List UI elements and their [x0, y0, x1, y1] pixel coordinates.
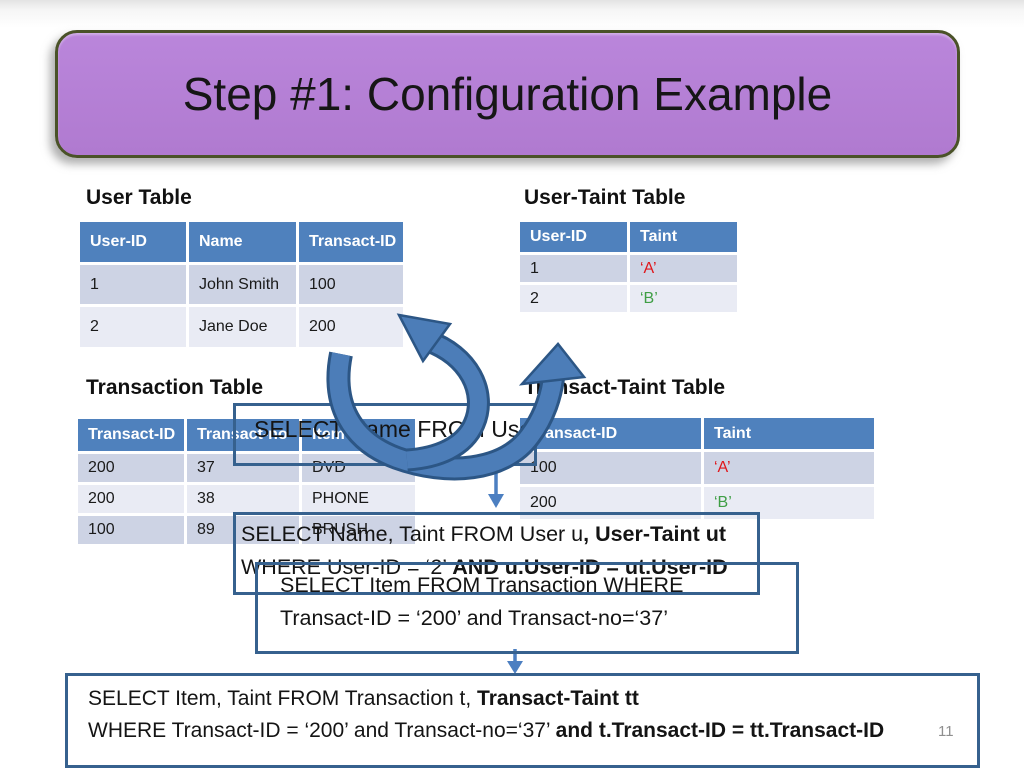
column-header: Name: [189, 222, 296, 262]
query-box-item-taint-join: SELECT Item, Taint FROM Transaction t, T…: [65, 673, 980, 768]
query-text-segment: AND u.User-ID = ut.User-ID: [452, 555, 728, 579]
user-table-title: User Table: [86, 186, 192, 209]
table-cell: 100: [299, 265, 403, 304]
column-header: Taint: [630, 222, 737, 252]
query-text-segment: Transact-Taint tt: [477, 687, 639, 710]
query-line: SELECT Item, Taint FROM Transaction t, T…: [88, 683, 977, 715]
table-cell: 200: [78, 454, 184, 482]
query-line: WHERE Transact-ID = ‘200’ and Transact-n…: [88, 715, 977, 747]
table-cell: BRUSH: [302, 516, 415, 544]
slide-title: Step #1: Configuration Example: [182, 68, 833, 120]
user-taint-table-title: User-Taint Table: [524, 186, 686, 209]
query-line: WHERE User-ID = ‘2’ AND u.User-ID = ut.U…: [241, 551, 757, 584]
table-cell: 200: [299, 307, 403, 347]
column-header: Transact-ID: [78, 419, 184, 451]
table-cell: 1: [520, 255, 627, 282]
column-header: Transact-no: [187, 419, 299, 451]
table-cell: ‘B’: [630, 285, 737, 312]
table-cell: Jane Doe: [189, 307, 296, 347]
table-cell: 38: [187, 485, 299, 513]
query-line: SELECT Name FROM User: [254, 416, 534, 443]
table-cell: 200: [78, 485, 184, 513]
table-cell: 100: [78, 516, 184, 544]
transact-taint-table-title: Transact-Taint Table: [524, 376, 726, 399]
column-header: Transact-ID: [520, 418, 701, 449]
table-cell: 2: [520, 285, 627, 312]
query-line: SELECT Name, Taint FROM User u, User-Tai…: [241, 518, 757, 551]
table-cell: 1: [80, 265, 186, 304]
query-text-segment: and t.Transact-ID = tt.Transact-ID: [555, 719, 885, 742]
query-line: SELECT Item FROM Transaction WHERE: [280, 569, 796, 602]
slide-title-banner: Step #1: Configuration Example: [55, 30, 960, 158]
table-cell: 89: [187, 516, 299, 544]
query-text-segment: , User-Taint ut: [583, 522, 727, 546]
transaction-table-title: Transaction Table: [86, 376, 263, 399]
table-cell: ‘A’: [630, 255, 737, 282]
column-header: User-ID: [80, 222, 186, 262]
query-box-select-name: SELECT Name FROM User: [233, 403, 537, 466]
query-line: Transact-ID = ‘200’ and Transact-no=‘37’: [280, 602, 796, 635]
query-text-segment: WHERE User-ID = ‘2’: [241, 555, 453, 579]
query-text-segment: SELECT Item FROM Transaction WHERE: [280, 573, 684, 597]
query-text-segment: Transact-ID = ‘200’ and Transact-no=‘37’: [280, 606, 668, 630]
table-cell: ‘A’: [704, 452, 874, 484]
query-text-segment: SELECT Name FROM User: [254, 416, 537, 442]
table-cell: PHONE: [302, 485, 415, 513]
column-header: Transact-ID: [299, 222, 403, 262]
query-text-segment: WHERE Transact-ID = ‘200’ and Transact-n…: [88, 719, 556, 742]
table-cell: 2: [80, 307, 186, 347]
query-box-name-taint-join: SELECT Name, Taint FROM User u, User-Tai…: [233, 512, 760, 595]
column-header: Taint: [704, 418, 874, 449]
query-text-segment: SELECT Item, Taint FROM Transaction t,: [88, 687, 478, 710]
table-cell: 37: [187, 454, 299, 482]
table-cell: John Smith: [189, 265, 296, 304]
query-text-segment: SELECT Name, Taint FROM User u: [241, 522, 584, 546]
query-box-select-item: SELECT Item FROM Transaction WHERE Trans…: [255, 562, 799, 654]
page-number: 11: [938, 723, 954, 740]
column-header: User-ID: [520, 222, 627, 252]
table-cell: 100: [520, 452, 701, 484]
